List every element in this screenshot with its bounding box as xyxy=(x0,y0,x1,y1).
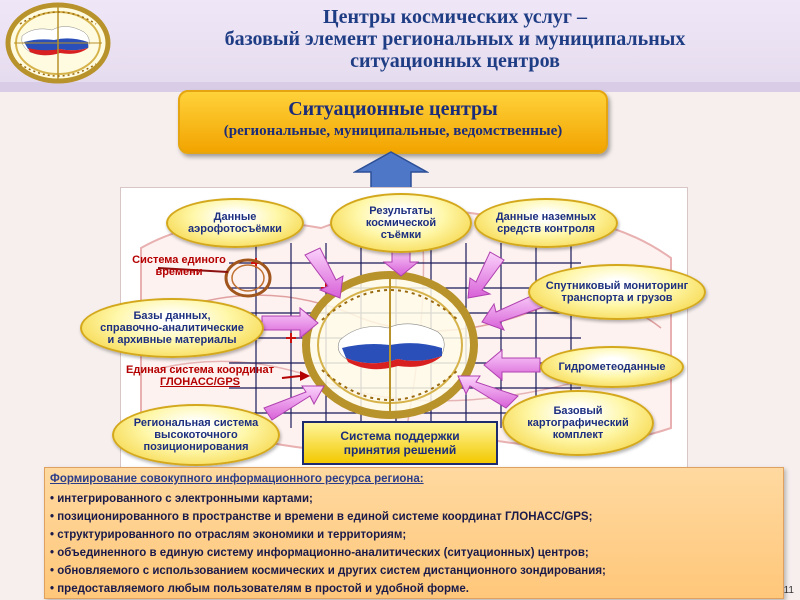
up-arrow-icon xyxy=(353,151,429,191)
node-aerial-line-2: аэрофотосъёмки xyxy=(188,223,282,235)
glonass-line-2: ГЛОНАСС/GPS xyxy=(159,376,241,388)
unified-time-label: Система единого времени xyxy=(124,254,234,278)
node-base-cartographic-set: Базовый картографический комплект xyxy=(502,390,654,456)
node-regional-line-1: Региональная система xyxy=(133,417,259,429)
node-databases: Базы данных, справочно-аналитические и а… xyxy=(80,298,264,358)
node-aerial-photography: Данные аэрофотосъёмки xyxy=(166,198,304,248)
node-regional-line-2: высокоточного xyxy=(154,429,238,441)
node-space-results-line-3: съёмки xyxy=(380,229,422,241)
node-basemap-line-2: картографический xyxy=(527,417,629,429)
situation-centers-subtitle: (региональные, муниципальные, ведомствен… xyxy=(223,123,563,139)
node-hydromet-line-1: Гидрометеоданные xyxy=(558,361,666,373)
situation-centers-box: Ситуационные центры (региональные, муниц… xyxy=(178,90,608,154)
node-ground-line-1: Данные наземных xyxy=(495,211,597,223)
node-regional-line-3: позиционирования xyxy=(143,441,249,453)
page-number: 11 xyxy=(783,585,794,596)
glonass-label: Единая система координат ГЛОНАСС/GPS xyxy=(116,364,284,388)
node-regional-positioning: Региональная система высокоточного позиц… xyxy=(112,404,280,466)
node-basemap-line-3: комплект xyxy=(552,429,604,441)
page-title: Центры космических услуг – базовый элеме… xyxy=(110,6,800,72)
info-item: предоставляемого любым пользователям в п… xyxy=(50,580,780,598)
glonass-line-1: Единая система координат xyxy=(126,364,274,376)
central-emblem xyxy=(302,271,478,419)
info-item: структурированного по отраслям экономики… xyxy=(50,526,780,544)
info-item: позиционированного в пространстве и врем… xyxy=(50,508,780,526)
title-line-3: ситуационных центров xyxy=(350,50,560,72)
header-band xyxy=(0,0,800,82)
node-databases-line-2: справочно-аналитические xyxy=(100,322,244,334)
node-space-imagery-results: Результаты космической съёмки xyxy=(330,193,472,253)
info-panel-list: интегрированного с электронными картами;… xyxy=(50,490,780,598)
node-ground-control-data: Данные наземных средств контроля xyxy=(474,198,618,248)
title-line-1: Центры космических услуг – xyxy=(323,6,587,28)
node-databases-line-1: Базы данных, xyxy=(133,310,211,322)
info-item: интегрированного с электронными картами; xyxy=(50,490,780,508)
node-hydromet-data: Гидрометеоданные xyxy=(540,346,684,388)
node-satellite-line-2: транспорта и грузов xyxy=(561,292,673,304)
decision-support-box: Система поддержки принятия решений xyxy=(302,421,498,465)
space-services-logo xyxy=(5,2,111,84)
unified-time-line-1: Система единого xyxy=(132,254,226,266)
node-ground-line-2: средств контроля xyxy=(497,223,595,235)
node-databases-line-3: и архивные материалы xyxy=(107,334,237,346)
node-satellite-line-1: Спутниковый мониторинг xyxy=(545,280,689,292)
header-divider xyxy=(0,82,800,92)
decision-support-line-2: принятия решений xyxy=(343,443,457,457)
info-panel: Формирование совокупного информационного… xyxy=(44,467,784,599)
node-satellite-monitoring: Спутниковый мониторинг транспорта и груз… xyxy=(528,264,706,320)
info-item: обновляемого с использованием космически… xyxy=(50,562,780,580)
info-panel-title: Формирование совокупного информационного… xyxy=(50,473,424,485)
node-aerial-line-1: Данные xyxy=(213,211,257,223)
node-space-results-line-2: космической xyxy=(365,217,437,229)
situation-centers-title: Ситуационные центры xyxy=(288,98,498,120)
node-space-results-line-1: Результаты xyxy=(369,205,433,217)
decision-support-line-1: Система поддержки xyxy=(340,429,460,443)
info-item: объединенного в единую систему информаци… xyxy=(50,544,780,562)
node-basemap-line-1: Базовый xyxy=(553,405,603,417)
unified-time-line-2: времени xyxy=(155,266,203,278)
title-line-2: базовый элемент региональных и муниципал… xyxy=(224,28,686,50)
